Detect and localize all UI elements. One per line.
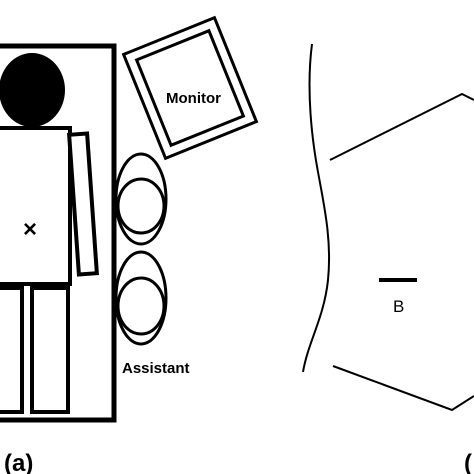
panel-b: B ( — [302, 43, 474, 474]
assistant-figure — [114, 152, 168, 346]
patient-arm — [67, 131, 99, 277]
monitor-label: Monitor — [166, 90, 221, 107]
assistant-upper-inner — [116, 177, 166, 235]
patient-torso — [0, 126, 72, 286]
surgical-site-marker: × — [23, 216, 37, 243]
assistant-label: Assistant — [122, 360, 190, 377]
patient-leg-right — [30, 286, 70, 414]
monitor-screen — [134, 28, 246, 148]
panel-b-caption: ( — [464, 450, 472, 474]
point-label-b: B — [393, 297, 404, 316]
upper-diagonal-line — [329, 92, 474, 161]
operating-table — [0, 43, 117, 423]
monitor — [121, 15, 259, 161]
lower-diagonal-line — [332, 365, 474, 412]
wavy-boundary-line — [302, 43, 331, 373]
patient-leg-left — [0, 286, 24, 414]
panel-a-caption: (a) — [4, 450, 33, 474]
patient-head — [0, 53, 65, 127]
assistant-lower-inner — [116, 276, 166, 336]
panel-a: × Monitor Assistant (a) — [0, 15, 259, 474]
